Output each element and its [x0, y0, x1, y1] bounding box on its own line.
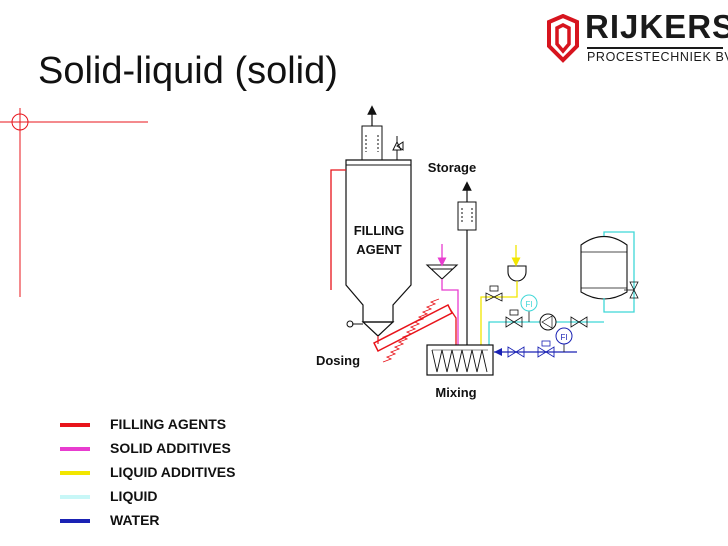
logo-subtitle: PROCESTECHNIEK BV	[587, 50, 728, 64]
legend-label: SOLID ADDITIVES	[110, 440, 231, 456]
slide-title: Solid-liquid (solid)	[38, 50, 338, 92]
hopper-label-line1: FILLING	[354, 223, 405, 238]
logo-underline	[587, 47, 723, 49]
corner-lines	[0, 108, 148, 297]
legend-label: FILLING AGENTS	[110, 416, 227, 432]
dosing-screw-conveyor	[372, 298, 457, 363]
storage-label: Storage	[428, 160, 476, 175]
water-feed-line	[494, 327, 577, 358]
dosing-label: Dosing	[316, 353, 360, 368]
mixer	[426, 344, 494, 376]
liquid-storage-tank	[580, 231, 639, 313]
liquid-feed-line	[488, 294, 604, 345]
filling-agent-silo	[345, 105, 412, 337]
legend-swatch	[60, 471, 90, 475]
storage-filter	[457, 181, 477, 345]
logo-name: RIJKERS	[585, 8, 728, 45]
legend-label: LIQUID	[110, 488, 158, 504]
legend-swatch	[60, 447, 90, 451]
logo-mark-icon	[547, 14, 579, 63]
legend-swatch	[60, 423, 90, 427]
legend-label: WATER	[110, 512, 160, 528]
mixing-label: Mixing	[435, 385, 476, 400]
filling-agent-feed-line	[330, 169, 346, 290]
company-logo: RIJKERS PROCESTECHNIEK BV	[543, 8, 728, 66]
legend-swatch	[60, 495, 90, 499]
hopper-label-line2: AGENT	[356, 242, 402, 257]
legend-label: LIQUID ADDITIVES	[110, 464, 236, 480]
flow-indicator-1: FI	[525, 300, 532, 309]
legend-swatch	[60, 519, 90, 523]
solid-additive-funnel	[425, 244, 459, 345]
flow-indicator-2: FI	[560, 333, 567, 342]
liquid-additive-tank	[480, 245, 527, 345]
